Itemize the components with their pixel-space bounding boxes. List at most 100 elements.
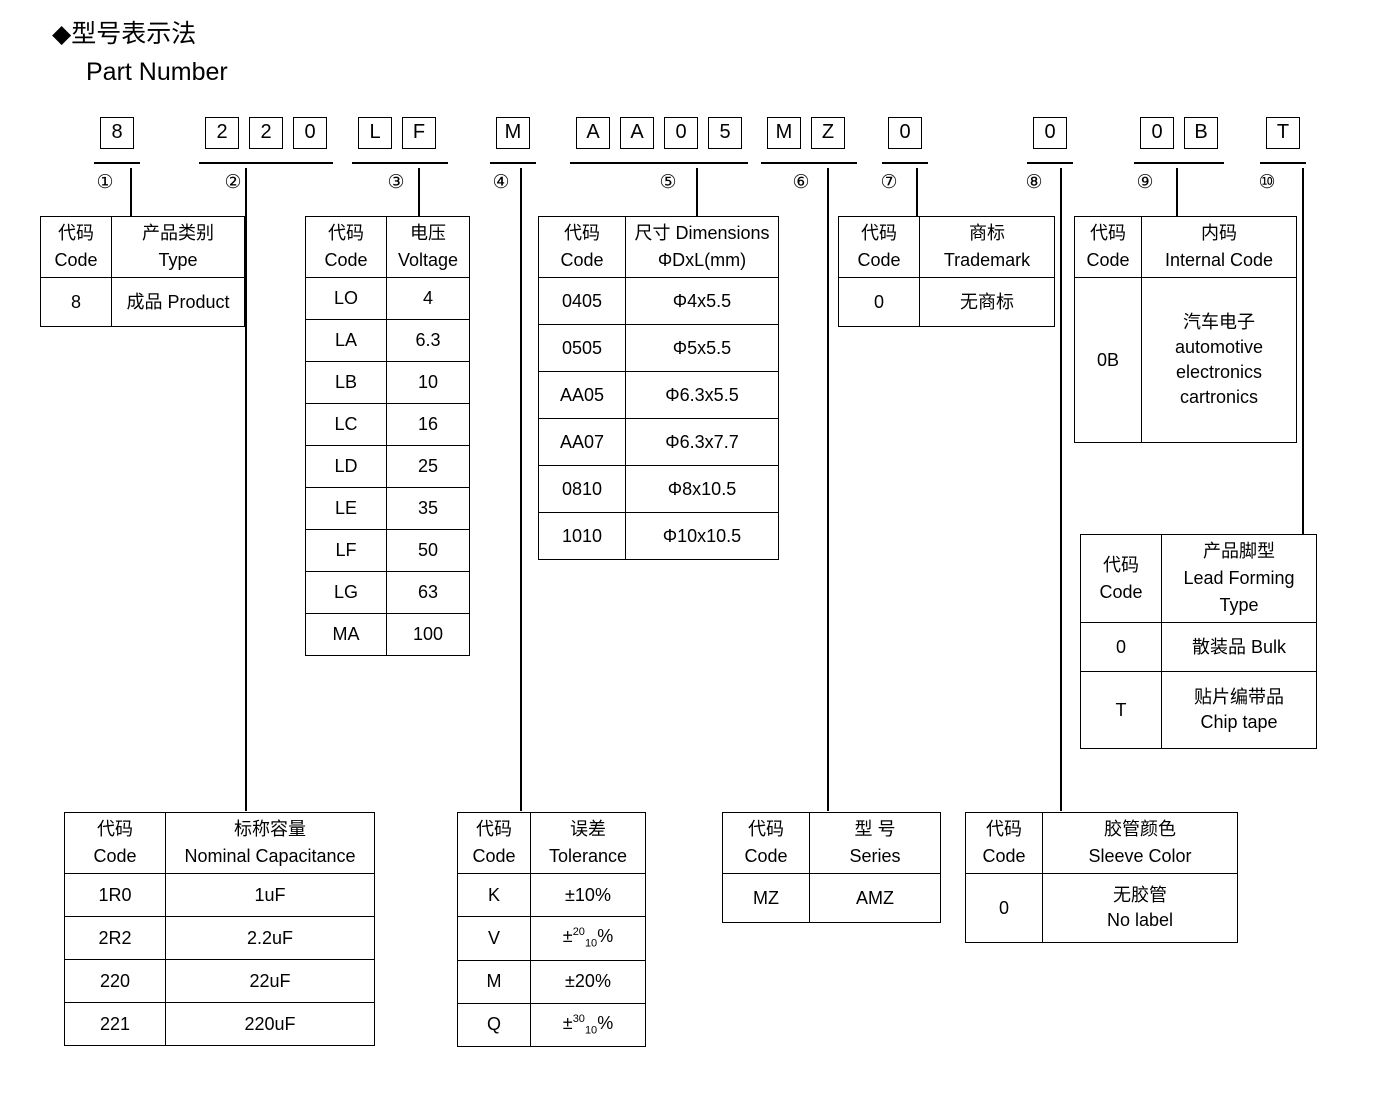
row-code: LC (305, 403, 387, 446)
row-code: AA07 (538, 418, 626, 466)
header-code-en: Code (472, 846, 516, 866)
header-value-en2: Type (1219, 595, 1259, 615)
header-code-cn: 代码 (986, 819, 1022, 839)
row-value: 63 (386, 571, 470, 614)
row-code: LA (305, 319, 387, 362)
header-code-en: Code (982, 846, 1026, 866)
diamond-bullet-icon: ◆ (52, 20, 72, 48)
header-value-cell: 型 号 Series (809, 812, 941, 874)
pn-char-box: F (402, 117, 436, 149)
row-code: 8 (40, 277, 112, 327)
row-value: 25 (386, 445, 470, 488)
group-marker-5: ⑤ (659, 172, 677, 193)
row-code: LB (305, 361, 387, 404)
group-marker-2: ② (224, 172, 242, 193)
row-value: 100 (386, 613, 470, 656)
table-row: 0B 汽车电子 automotive electronics cartronic… (1074, 277, 1297, 443)
group-bracket (570, 162, 748, 164)
table-series: 代码 Code 型 号 Series MZ AMZ (722, 812, 941, 923)
header-code-cn: 代码 (748, 819, 784, 839)
row-value: 成品 Product (111, 277, 245, 327)
header-code-cell: 代码 Code (1080, 534, 1162, 623)
table-row: 0 无商标 (838, 277, 1055, 327)
group-marker-9: ⑨ (1136, 172, 1154, 193)
header-value-en: Sleeve Color (1088, 846, 1192, 866)
tolerance-value: ±20% (565, 971, 611, 992)
row-code: 0 (1080, 622, 1162, 672)
table-header-row: 代码 Code 型 号 Series (722, 812, 941, 874)
pn-char-box: 2 (205, 117, 239, 149)
pn-char-box: M (767, 117, 801, 149)
row-code: AA05 (538, 371, 626, 419)
header-value-cell: 商标 Trademark (919, 216, 1055, 278)
header-value-cell: 误差 Tolerance (530, 812, 646, 874)
row-code: MZ (722, 873, 810, 923)
group-bracket (490, 162, 536, 164)
row-value-line2: No label (1106, 910, 1174, 930)
row-value: Φ10x10.5 (625, 512, 779, 560)
header-code-cell: 代码 Code (40, 216, 112, 278)
row-value-line2: automotive (1174, 337, 1264, 357)
table-row: MZ AMZ (722, 873, 941, 923)
leader-line-7 (916, 168, 918, 216)
row-value: 220uF (165, 1002, 375, 1046)
row-code: LD (305, 445, 387, 488)
pn-char-box: 8 (100, 117, 134, 149)
page-title-en: Part Number (86, 58, 228, 86)
row-value: ±3010% (530, 1002, 646, 1048)
row-code: 1010 (538, 512, 626, 560)
header-code-cell: 代码 Code (305, 216, 387, 278)
row-code: LE (305, 487, 387, 530)
header-code-en: Code (93, 846, 137, 866)
pn-char-box: Z (811, 117, 845, 149)
row-value-line1: 无胶管 (1113, 885, 1167, 905)
table-tolerance: 代码 Code 误差 Tolerance K ±10% V ±2010% M ±… (457, 812, 646, 1048)
row-value: 散装品 Bulk (1161, 622, 1317, 672)
row-value: ±20% (530, 959, 646, 1004)
row-code: 220 (64, 959, 166, 1003)
header-code-cell: 代码 Code (722, 812, 810, 874)
row-code: 0 (965, 873, 1043, 943)
group-marker-6: ⑥ (792, 172, 810, 193)
header-value-cn: 型 号 (854, 819, 896, 839)
leader-line-8 (1060, 168, 1062, 811)
row-value-line2: Chip tape (1200, 712, 1278, 732)
group-marker-8: ⑧ (1025, 172, 1043, 193)
row-code: 1R0 (64, 873, 166, 917)
row-code: 0810 (538, 465, 626, 513)
tolerance-value: ±10% (565, 884, 611, 905)
table-trademark: 代码 Code 商标 Trademark 0 无商标 (838, 216, 1055, 327)
leader-line-1 (130, 168, 132, 216)
header-code-en: Code (744, 846, 788, 866)
pn-char-box: T (1266, 117, 1300, 149)
header-value-cn: 商标 (969, 223, 1005, 243)
row-value-line3: electronics (1175, 362, 1263, 382)
row-value-line1: 贴片编带品 (1194, 687, 1284, 707)
tolerance-value: ± (562, 926, 573, 946)
header-value-cn: 内码 (1201, 223, 1237, 243)
row-code: 0505 (538, 324, 626, 372)
leader-line-2 (245, 168, 247, 811)
group-marker-10: ⑩ (1258, 172, 1276, 193)
header-code-cn: 代码 (1090, 223, 1126, 243)
pn-char-box: 0 (293, 117, 327, 149)
header-value-en: Lead Forming (1183, 568, 1295, 588)
row-value: ±10% (530, 873, 646, 917)
tolerance-sub: 10 (584, 937, 598, 950)
table-row: 0 散装品 Bulk (1080, 622, 1317, 672)
table-header-row: 代码 Code 误差 Tolerance (457, 812, 646, 874)
group-bracket (882, 162, 928, 164)
row-value: AMZ (809, 873, 941, 923)
table-row: 8 成品 Product (40, 277, 245, 327)
table-row: M ±20% (457, 959, 646, 1004)
table-row: T 贴片编带品 Chip tape (1080, 671, 1317, 749)
row-value: 无胶管 No label (1042, 873, 1238, 943)
